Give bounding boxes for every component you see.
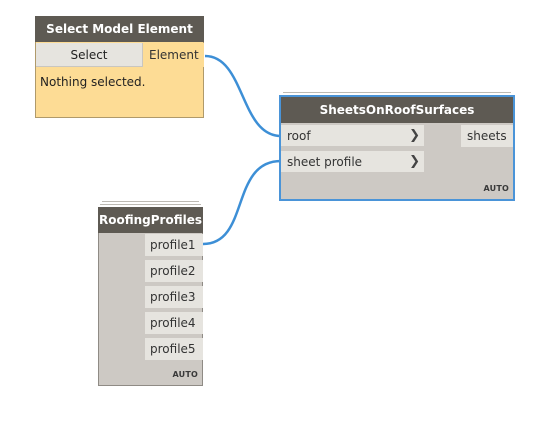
output-port-element[interactable]: Element (143, 43, 204, 67)
input-port-sheet-profile[interactable]: sheet profile ❯ (281, 151, 424, 173)
node-stack-edge (100, 204, 201, 205)
output-port-profile4[interactable]: profile4 (145, 312, 203, 334)
chevron-right-icon: ❯ (409, 128, 420, 143)
wire-element-to-roof[interactable] (204, 54, 282, 138)
select-model-element-node[interactable]: Select Model Element Select Element Noth… (35, 16, 204, 118)
output-port-profile5[interactable]: profile5 (145, 338, 203, 360)
node-title[interactable]: Select Model Element (35, 16, 204, 42)
node-stack-edge (283, 92, 511, 93)
output-port-profile1[interactable]: profile1 (145, 234, 203, 256)
roofing-profiles-node[interactable]: RoofingProfiles profile1 profile2 profil… (98, 207, 203, 386)
sheets-on-roof-surfaces-node[interactable]: SheetsOnRoofSurfaces roof ❯ sheet profil… (279, 95, 515, 201)
output-port-sheets[interactable]: sheets (461, 125, 513, 147)
node-title[interactable]: SheetsOnRoofSurfaces (281, 97, 513, 123)
lacing-indicator: AUTO (172, 370, 198, 379)
port-label: roof (287, 129, 311, 143)
node-status-text: Nothing selected. (40, 75, 146, 89)
node-title[interactable]: RoofingProfiles (98, 207, 203, 233)
output-port-profile2[interactable]: profile2 (145, 260, 203, 282)
node-stack-edge (102, 201, 199, 202)
chevron-right-icon: ❯ (409, 154, 420, 169)
wire-profile1-to-sheet-profile[interactable] (202, 159, 282, 246)
select-button[interactable]: Select (36, 43, 143, 67)
port-label: sheet profile (287, 155, 363, 169)
output-port-profile3[interactable]: profile3 (145, 286, 203, 308)
lacing-indicator: AUTO (483, 184, 509, 193)
input-port-roof[interactable]: roof ❯ (281, 125, 424, 147)
